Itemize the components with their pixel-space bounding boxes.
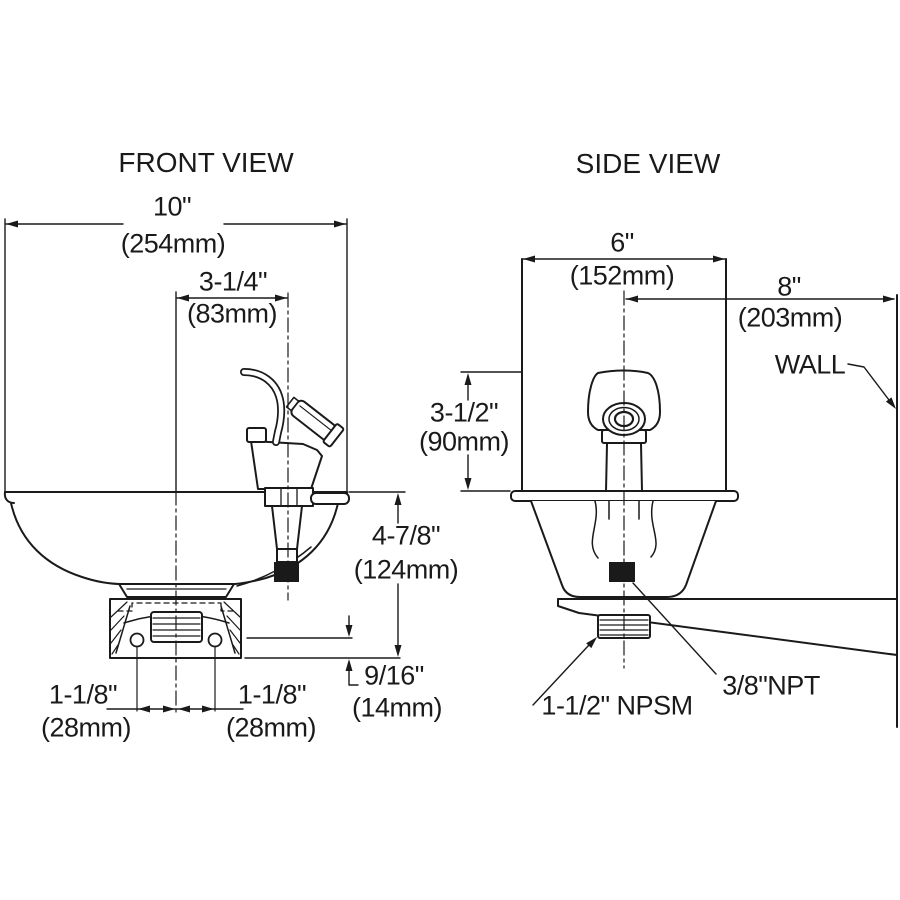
wall-label: WALL — [774, 349, 846, 380]
front-view-drawing — [3, 218, 406, 715]
mounting-bolt-hole-right — [207, 632, 223, 648]
lip-inches: 9/16" — [364, 660, 424, 691]
front-dimension-lines — [4, 218, 406, 715]
front-height-inches: 4-7/8" — [371, 520, 441, 551]
bolt-left-mm: (28mm) — [41, 712, 132, 743]
leader-lines — [532, 363, 896, 706]
front-height-mm: (124mm) — [353, 554, 459, 585]
lip-mm: (14mm) — [352, 692, 443, 723]
front-bubbler — [240, 368, 350, 582]
bolt-left-inches: 1-1/8" — [48, 679, 118, 710]
bubbler-offset-inches: 3-1/4" — [198, 266, 268, 297]
supply-fitting — [609, 562, 635, 582]
bubbler-height-mm: (90mm) — [419, 426, 510, 457]
supply-thread-label: 3/8"NPT — [722, 670, 820, 701]
side-view-drawing — [460, 255, 898, 728]
bubbler-offset-mm: (83mm) — [187, 298, 278, 329]
bubbler-height-inches: 3-1/2" — [429, 397, 499, 428]
side-view-title: SIDE VIEW — [575, 148, 721, 179]
bolt-right-inches: 1-1/8" — [237, 679, 307, 710]
bolt-right-mm: (28mm) — [226, 712, 317, 743]
mounting-bolt-hole-left — [129, 632, 145, 648]
side-dimension-lines — [460, 255, 895, 669]
wall-offset-mm: (203mm) — [737, 302, 843, 333]
bubbler-shank-tip — [274, 562, 299, 582]
front-width-mm: (254mm) — [120, 228, 226, 259]
depth-inches: 6" — [610, 227, 634, 258]
front-view-title: FRONT VIEW — [118, 147, 294, 178]
wall-offset-inches: 8" — [777, 271, 801, 302]
front-width-inches: 10" — [152, 191, 192, 222]
drain-thread-label: 1-1/2" NPSM — [541, 690, 693, 721]
side-wall-bracket — [557, 598, 898, 656]
depth-mm: (152mm) — [569, 260, 675, 291]
